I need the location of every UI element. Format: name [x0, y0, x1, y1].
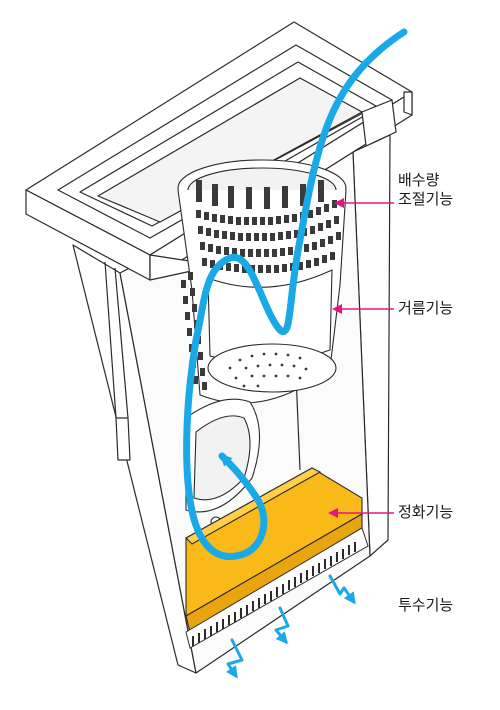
leader-arrows — [328, 198, 394, 518]
basket-slats — [196, 180, 324, 209]
bottom-teeth — [192, 542, 356, 646]
filter-basket — [177, 159, 347, 404]
label-discharge-line2: 조절기능 — [398, 190, 454, 208]
water-flow — [183, 28, 408, 560]
water-flow-main — [183, 28, 408, 560]
label-discharge-line1: 배수량 — [398, 171, 440, 189]
purification-media — [185, 467, 363, 633]
label-discharge-control: 배수량 조절기능 — [398, 171, 453, 209]
label-purification: 정화기능 — [398, 503, 454, 521]
label-filtering: 거름기능 — [398, 299, 454, 317]
infiltration-arrow-3 — [328, 574, 356, 605]
perforated-bottom — [185, 527, 369, 649]
infiltration-arrow-1 — [226, 638, 244, 679]
basket-floor-holes — [228, 352, 308, 388]
label-infiltration: 투수기능 — [398, 596, 454, 614]
infiltration-arrows — [226, 574, 356, 679]
infiltration-arrow-2 — [274, 606, 290, 645]
